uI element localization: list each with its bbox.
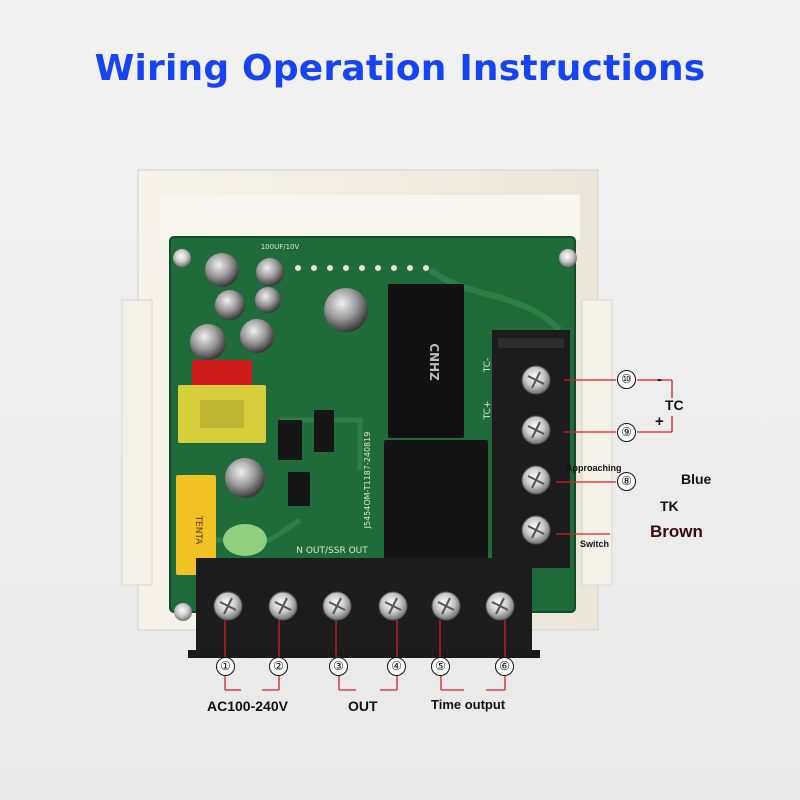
cap-label: 100UF/10V bbox=[261, 243, 300, 251]
tc-minus-sign: - bbox=[657, 371, 662, 388]
bottom-terminal-screw-2 bbox=[268, 591, 298, 621]
right-terminal-block bbox=[492, 330, 570, 568]
terminal-3-label: ③ bbox=[329, 657, 348, 676]
right-terminal-screw-7 bbox=[521, 515, 551, 545]
relay-brand: CNHZ bbox=[427, 343, 441, 381]
tk-label: TK bbox=[660, 498, 679, 514]
terminal-4-label: ④ bbox=[387, 657, 406, 676]
time-output-label: Time output bbox=[431, 697, 506, 712]
fuse-label: TENTA bbox=[193, 515, 203, 546]
approaching-label: Approaching bbox=[566, 463, 622, 473]
leader-lines bbox=[224, 379, 673, 691]
pcb-board: TENTA CNHZ 100UF/10V TC- TC+ J5454OM-T11… bbox=[169, 236, 577, 621]
right-terminal-screw-10 bbox=[521, 365, 551, 395]
terminal-8-label: ⑧ bbox=[617, 472, 636, 491]
blue-label: Blue bbox=[681, 471, 712, 487]
page-title: Wiring Operation Instructions bbox=[94, 48, 706, 89]
right-terminal-screw-9 bbox=[521, 415, 551, 445]
bottom-terminal-screw-6 bbox=[485, 591, 515, 621]
power-label: AC100-240V bbox=[207, 698, 288, 714]
terminal-6-label: ⑥ bbox=[495, 657, 514, 676]
bottom-terminal-screw-5 bbox=[431, 591, 461, 621]
right-terminal-screw-8 bbox=[521, 465, 551, 495]
terminal-9-label: ⑨ bbox=[617, 423, 636, 442]
out-silk: N OUT/SSR OUT bbox=[296, 546, 368, 556]
model-silk: J5454OM-T1187-240819 bbox=[363, 432, 372, 530]
tc-minus-silk: TC- bbox=[483, 358, 493, 374]
out-label: OUT bbox=[348, 698, 378, 714]
bottom-terminal-screw-4 bbox=[378, 591, 408, 621]
tc-label: TC bbox=[665, 397, 684, 413]
brown-label: Brown bbox=[650, 522, 703, 541]
tc-plus-sign: + bbox=[655, 413, 664, 430]
terminal-1-label: ① bbox=[216, 657, 235, 676]
bottom-terminal-screw-3 bbox=[322, 591, 352, 621]
bottom-terminal-block bbox=[188, 558, 540, 658]
terminal-10-label: ⑩ bbox=[617, 370, 636, 389]
terminal-5-label: ⑤ bbox=[431, 657, 450, 676]
switch-label: Switch bbox=[580, 539, 610, 549]
bottom-terminal-screw-1 bbox=[213, 591, 243, 621]
tc-plus-silk: TC+ bbox=[483, 401, 493, 421]
terminal-2-label: ② bbox=[269, 657, 288, 676]
